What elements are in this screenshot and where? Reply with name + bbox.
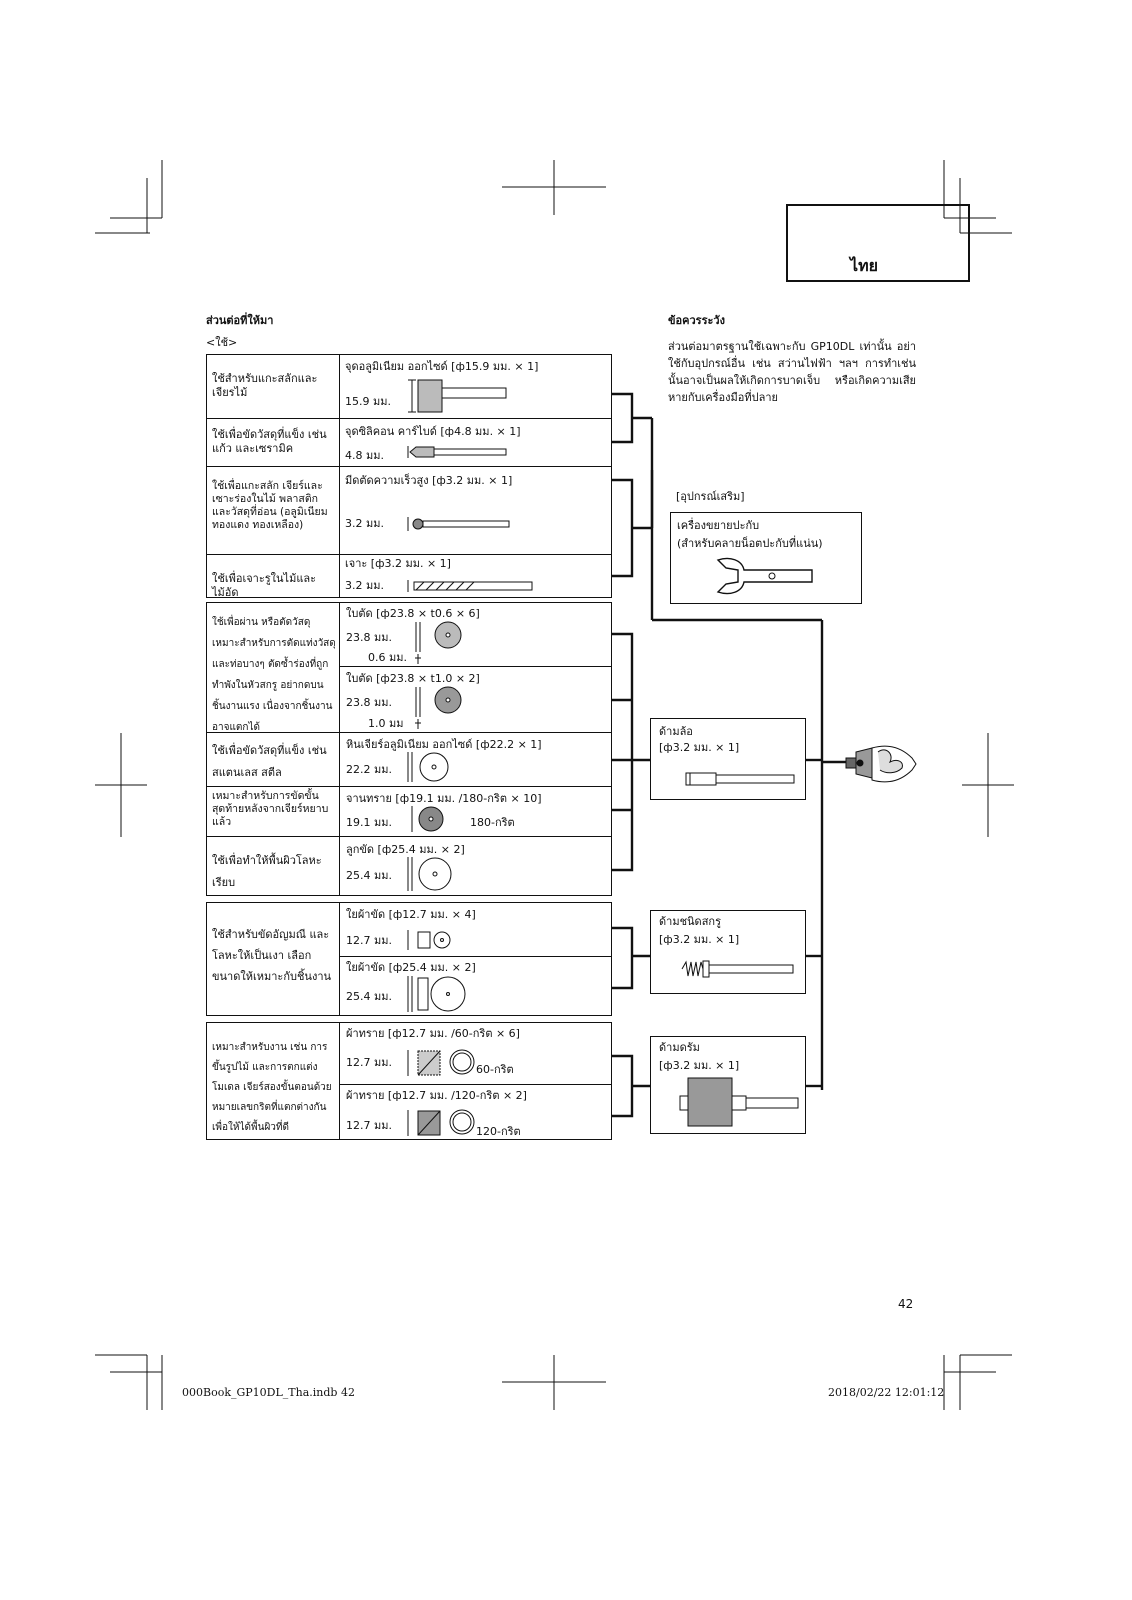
group2-desc-polish: ใช้เพื่อทำให้พื้นผิวโลหะเรียบ bbox=[212, 854, 322, 889]
mandrel-drum-spec: [ф3.2 มม. × 1] bbox=[659, 1059, 740, 1072]
group1-item-2: จุดซิลิคอน คาร์ไบด์ [ф4.8 มม. × 1] bbox=[345, 425, 521, 438]
cut-wheel-icon bbox=[415, 621, 462, 664]
felt-wheel-1-size: 12.7 มม. bbox=[346, 934, 392, 947]
aluminum-point-icon bbox=[408, 379, 507, 413]
page-number: 42 bbox=[898, 1297, 914, 1311]
section-subtitle: <ใช้> bbox=[206, 336, 238, 349]
group1-size-3: 3.2 มม. bbox=[345, 517, 384, 530]
caution-text: ส่วนต่อมาตรฐานใช้เฉพาะกับ GP10DL เท่านั้… bbox=[668, 340, 916, 404]
footer-date: 2018/02/22 12:01:12 bbox=[828, 1386, 945, 1399]
felt-wheel-icon bbox=[407, 930, 451, 950]
group1-desc-3: ใช้เพื่อแกะสลัก เจียร์และเซาะร่องในไม้ พ… bbox=[212, 480, 328, 531]
sanding-band-1-item: ผ้าทราย [ф12.7 มม. /60-กริต × 6] bbox=[346, 1027, 520, 1040]
sanding-band-icon bbox=[407, 1109, 475, 1136]
group1-desc-2: ใช้เพื่อขัดวัสดุที่แข็ง เช่น แก้ว และเซร… bbox=[212, 428, 327, 455]
caution-title: ข้อควรระวัง bbox=[668, 314, 725, 327]
language-tab-label: ไทย bbox=[850, 256, 878, 275]
grinding-stone-item: หินเจียร์อลูมิเนียม ออกไซด์ [ф22.2 × 1] bbox=[346, 738, 542, 751]
cut-wheel-2-thickness: 1.0 มม bbox=[368, 717, 404, 730]
group3-table bbox=[206, 902, 612, 1016]
group2-desc-grind: ใช้เพื่อขัดวัสดุที่แข็ง เช่น สแตนเลส สตี… bbox=[212, 744, 327, 779]
group2-table bbox=[206, 602, 612, 896]
mandrel-wheel-name: ด้ามล้อ bbox=[659, 725, 693, 738]
cut-wheel-2-item: ใบตัด [ф23.8 × t1.0 × 2] bbox=[346, 672, 480, 685]
felt-wheel-1-item: ใยผ้าขัด [ф12.7 มม. × 4] bbox=[346, 908, 476, 921]
group1-size-2: 4.8 มม. bbox=[345, 449, 384, 462]
rotary-tool-icon bbox=[845, 745, 917, 783]
group4-desc: เหมาะสำหรับงาน เช่น การขึ้นรูปไม้ และการ… bbox=[212, 1042, 332, 1133]
group1-size-1: 15.9 มม. bbox=[345, 395, 391, 408]
grinding-stone-size: 22.2 มม. bbox=[346, 763, 392, 776]
sanding-band-1-grit: 60-กริต bbox=[476, 1063, 514, 1076]
sanding-disc-size: 19.1 มม. bbox=[346, 816, 392, 829]
polishing-ball-item: ลูกขัด [ф25.4 มม. × 2] bbox=[346, 843, 465, 856]
footer-file: 000Book_GP10DL_Tha.indb 42 bbox=[182, 1386, 355, 1399]
polishing-ball-size: 25.4 มม. bbox=[346, 869, 392, 882]
mandrel-box-drum: ด้ามดรัม [ф3.2 มม. × 1] bbox=[650, 1036, 806, 1134]
group2-desc-cut: ใช้เพื่อผ่าน หรือตัดวัสดุ เหมาะสำหรับการ… bbox=[212, 617, 336, 733]
group2-desc-sanding: เหมาะสำหรับการขัดขั้นสุดท้ายหลังจากเจียร… bbox=[212, 790, 329, 828]
mandrel-drum-name: ด้ามดรัม bbox=[659, 1041, 700, 1054]
sanding-band-2-grit: 120-กริต bbox=[476, 1125, 521, 1138]
optional-heading: [อุปกรณ์เสริม] bbox=[676, 490, 745, 503]
cut-wheel-1-size: 23.8 มม. bbox=[346, 631, 392, 644]
sanding-disc-icon bbox=[411, 806, 444, 832]
group3-desc: ใช้สำหรับขัดอัญมณี และโลหะให้เป็นเงา เลื… bbox=[212, 928, 332, 983]
group1-item-3: มีดตัดความเร็วสูง [ф3.2 มม. × 1] bbox=[345, 474, 513, 487]
group1-desc-4: ใช้เพื่อเจาะรูในไม้และไม้อัด bbox=[212, 572, 317, 599]
cut-wheel-icon bbox=[415, 686, 462, 729]
grinding-stone-icon bbox=[407, 752, 449, 782]
sanding-disc-item: จานทราย [ф19.1 มม. /180-กริต × 10] bbox=[346, 792, 542, 805]
sanding-band-2-size: 12.7 มม. bbox=[346, 1119, 392, 1132]
silicon-point-icon bbox=[407, 446, 507, 458]
group4-table bbox=[206, 1022, 612, 1140]
polishing-ball-icon bbox=[407, 857, 452, 891]
mandrel-screw-name: ด้ามชนิดสกรู bbox=[659, 915, 721, 928]
cut-wheel-2-size: 23.8 มม. bbox=[346, 696, 392, 709]
screw-mandrel-icon bbox=[681, 960, 794, 978]
optional-line1: เครื่องขยายปะกับ bbox=[677, 519, 760, 532]
group1-item-1: จุดอลูมิเนียม ออกไซด์ [ф15.9 มม. × 1] bbox=[345, 360, 539, 373]
sanding-band-2-item: ผ้าทราย [ф12.7 มม. /120-กริต × 2] bbox=[346, 1089, 527, 1102]
wrench-icon bbox=[716, 557, 813, 595]
language-tab: ไทย bbox=[786, 204, 970, 282]
felt-wheel-icon bbox=[407, 976, 466, 1012]
mandrel-screw-spec: [ф3.2 มม. × 1] bbox=[659, 933, 740, 946]
section-title: ส่วนต่อที่ให้มา bbox=[206, 314, 274, 327]
optional-accessory-box: เครื่องขยายปะกับ (สำหรับคลายน็อตปะกับที่… bbox=[670, 512, 862, 604]
mandrel-box-screw: ด้ามชนิดสกรู [ф3.2 มม. × 1] bbox=[650, 910, 806, 994]
sanding-disc-grit: 180-กริต bbox=[470, 816, 515, 829]
optional-line2: (สำหรับคลายน็อตปะกับที่แน่น) bbox=[677, 537, 823, 550]
mandrel-wheel-spec: [ф3.2 มม. × 1] bbox=[659, 741, 740, 754]
felt-wheel-2-size: 25.4 มม. bbox=[346, 990, 392, 1003]
mandrel-box-wheel: ด้ามล้อ [ф3.2 มม. × 1] bbox=[650, 718, 806, 800]
cut-wheel-1-thickness: 0.6 มม. bbox=[368, 651, 407, 664]
sanding-band-1-size: 12.7 มม. bbox=[346, 1056, 392, 1069]
cut-wheel-1-item: ใบตัด [ф23.8 × t0.6 × 6] bbox=[346, 607, 480, 620]
group1-item-4: เจาะ [ф3.2 มม. × 1] bbox=[345, 557, 451, 570]
hss-cutter-icon bbox=[407, 517, 510, 531]
group1-table bbox=[206, 354, 612, 598]
drill-bit-icon bbox=[407, 580, 533, 592]
wheel-mandrel-icon bbox=[685, 772, 795, 786]
sanding-band-icon bbox=[407, 1049, 475, 1076]
group1-desc-1: ใช้สำหรับแกะสลักและเจียรไม้ bbox=[212, 372, 318, 399]
felt-wheel-2-item: ใยผ้าขัด [ф25.4 มม. × 2] bbox=[346, 961, 476, 974]
group1-size-4: 3.2 มม. bbox=[345, 579, 384, 592]
drum-mandrel-icon bbox=[679, 1077, 799, 1127]
